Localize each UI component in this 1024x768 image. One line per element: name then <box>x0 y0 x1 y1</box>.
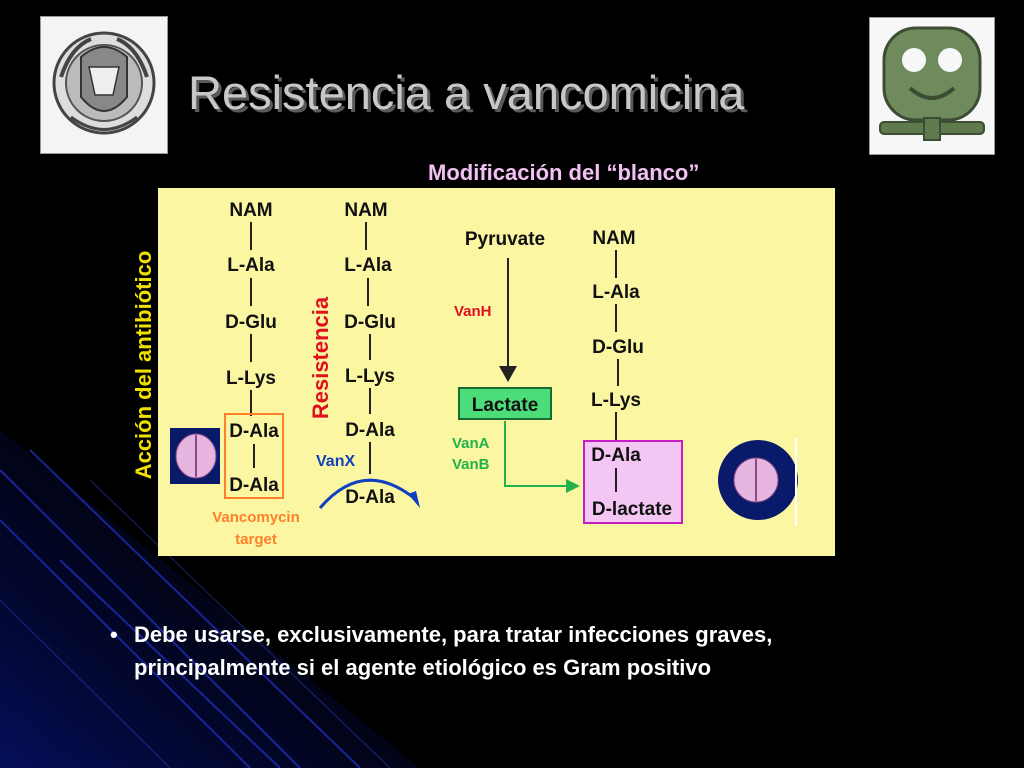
diagram-subtitle: Modificación del “blanco” <box>428 160 700 185</box>
pill-icon-right <box>718 440 798 520</box>
vanb-label: VanB <box>452 456 490 473</box>
chain4-d-lactate: D-lactate <box>592 499 672 520</box>
bullet-point: • Debe usarse, exclusivamente, para trat… <box>110 618 990 684</box>
chain1-l-lys: L-Lys <box>226 368 276 389</box>
side-label-antibiotic-action: Acción del antibiótico <box>131 250 156 480</box>
chain4-nam: NAM <box>592 228 635 249</box>
mechanism-diagram: NAM L-Ala D-Glu L-Lys D-Ala D-Ala Vancom… <box>158 188 835 556</box>
vancomycin-target-label-line2: target <box>235 531 277 548</box>
chain4-d-glu: D-Glu <box>592 337 644 358</box>
modified-peptide-chain: NAM L-Ala D-Glu L-Lys D-Ala D-lactate <box>583 228 683 524</box>
bullet-line-1: Debe usarse, exclusivamente, para tratar… <box>134 622 773 647</box>
bullet-line-2: principalmente si el agente etiológico e… <box>134 655 712 680</box>
chain1-nam: NAM <box>229 200 272 221</box>
chain4-l-lys: L-Lys <box>591 390 641 411</box>
jade-mask-logo <box>869 17 995 155</box>
chain4-d-ala: D-Ala <box>591 445 641 466</box>
chain2-d-ala-2: D-Ala <box>345 487 395 508</box>
resistant-peptide-chain: NAM L-Ala D-Glu L-Lys D-Ala D-Ala VanX <box>316 200 420 509</box>
chain4-l-ala: L-Ala <box>592 282 640 303</box>
bullet-marker: • <box>110 622 118 647</box>
lactate-label: Lactate <box>472 395 539 416</box>
university-seal-logo <box>40 16 168 154</box>
normal-peptide-chain: NAM L-Ala D-Glu L-Lys D-Ala D-Ala Vancom… <box>212 200 300 548</box>
vanx-cleavage-arrow <box>318 478 415 509</box>
chain1-d-glu: D-Glu <box>225 312 277 333</box>
vancomycin-target-box <box>224 413 284 499</box>
chain2-d-glu: D-Glu <box>344 312 396 333</box>
slide-title: Resistencia a vancomicina <box>188 66 745 119</box>
vanx-label: VanX <box>316 453 355 470</box>
chain1-d-ala-1: D-Ala <box>229 421 279 442</box>
vana-label: VanA <box>452 435 490 452</box>
lactate-box <box>458 387 552 420</box>
chain1-d-ala-2: D-Ala <box>229 475 279 496</box>
pyruvate-label: Pyruvate <box>465 229 545 250</box>
vancomycin-target-label-line1: Vancomycin <box>212 509 300 526</box>
chain2-l-ala: L-Ala <box>344 255 392 276</box>
chain2-nam: NAM <box>344 200 387 221</box>
vanh-label: VanH <box>454 303 492 320</box>
chain1-l-ala: L-Ala <box>227 255 275 276</box>
chain2-d-ala-1: D-Ala <box>345 420 395 441</box>
pill-icon-left <box>170 428 220 484</box>
lactate-pathway: Pyruvate VanH Lactate VanA VanB <box>452 229 580 493</box>
resistance-label: Resistencia <box>308 296 333 419</box>
modified-terminus-box <box>583 440 683 524</box>
chain2-l-lys: L-Lys <box>345 366 395 387</box>
